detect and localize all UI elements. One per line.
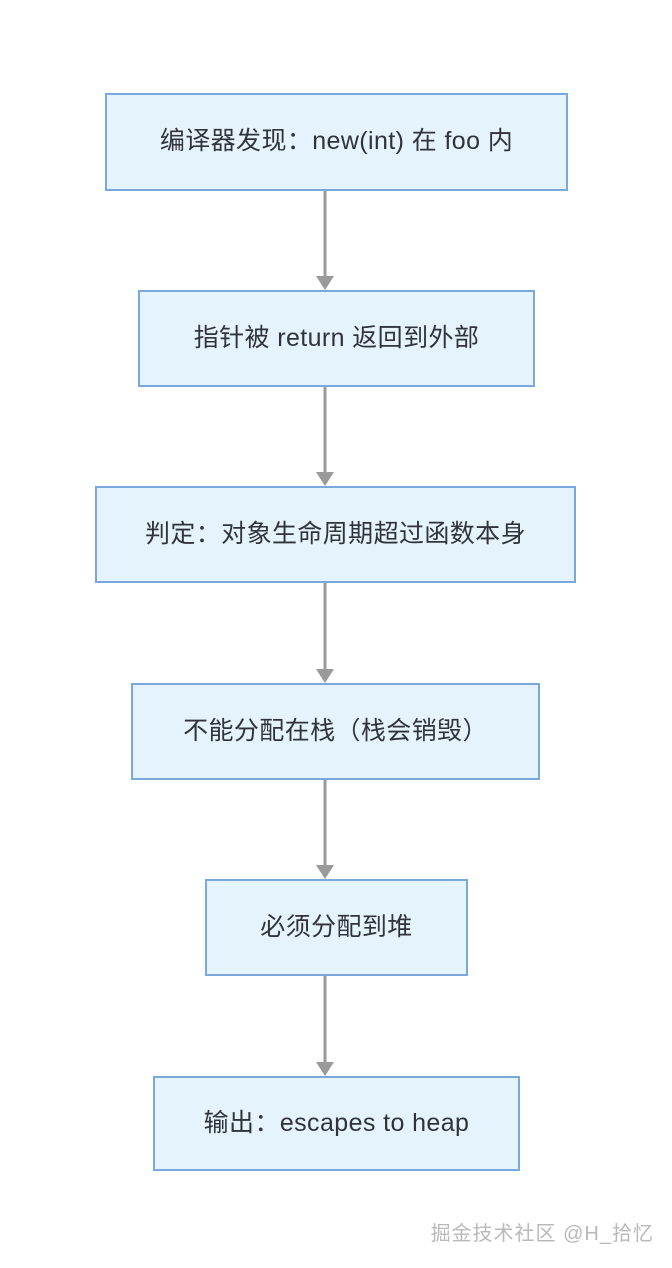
arrow-head-down-icon [316, 865, 334, 879]
arrow-line [323, 583, 327, 670]
flow-arrow [314, 976, 336, 1076]
flow-arrow [314, 387, 336, 486]
flow-node-label: 指针被 return 返回到外部 [193, 323, 480, 352]
flow-node[interactable]: 判定：对象生命周期超过函数本身 [95, 486, 576, 583]
flow-node[interactable]: 必须分配到堆 [205, 879, 468, 976]
arrow-head-down-icon [316, 669, 334, 683]
arrow-head-down-icon [316, 276, 334, 290]
arrow-line [323, 780, 327, 866]
flow-node-label: 输出：escapes to heap [203, 1108, 470, 1137]
arrow-line [323, 191, 327, 277]
flow-node-label: 不能分配在栈（栈会销毁） [183, 716, 488, 745]
flow-node[interactable]: 指针被 return 返回到外部 [138, 290, 535, 387]
arrow-head-down-icon [316, 472, 334, 486]
flow-arrow [314, 191, 336, 290]
arrow-line [323, 976, 327, 1063]
arrow-line [323, 387, 327, 473]
flow-node[interactable]: 编译器发现：new(int) 在 foo 内 [105, 93, 568, 191]
flow-arrow [314, 780, 336, 879]
flow-node-label: 必须分配到堆 [260, 912, 413, 941]
flow-arrow [314, 583, 336, 683]
flow-node-label: 判定：对象生命周期超过函数本身 [144, 519, 526, 548]
arrow-head-down-icon [316, 1062, 334, 1076]
watermark: 掘金技术社区 @H_拾忆 [430, 1223, 654, 1245]
flow-node[interactable]: 不能分配在栈（栈会销毁） [131, 683, 540, 780]
flow-node[interactable]: 输出：escapes to heap [153, 1076, 520, 1171]
flow-node-label: 编译器发现：new(int) 在 foo 内 [159, 127, 514, 156]
